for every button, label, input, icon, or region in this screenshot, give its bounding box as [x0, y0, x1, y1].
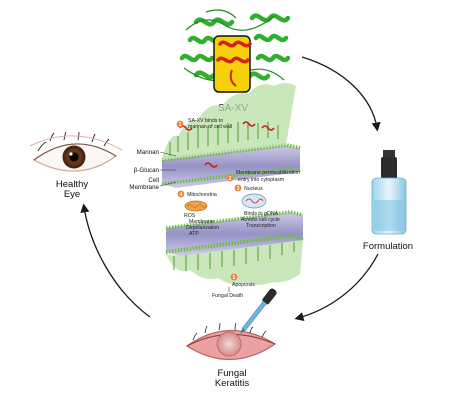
step-5-badge [230, 273, 238, 281]
step-5-text: Apoptosis [232, 282, 255, 288]
step-2-badge [226, 174, 234, 182]
step-4-text: Mitochondria [187, 192, 217, 198]
sa-xv-protein-structure [179, 9, 291, 93]
step-5-number: 5 [233, 275, 236, 281]
nucleus-effect-binds: Binds to gDNA [244, 211, 279, 217]
step-3-text: Nucleus [244, 186, 263, 192]
cell-mechanism-panel [161, 83, 304, 285]
fungal-keratitis-label-line2: Keratitis [215, 378, 250, 389]
cell-membrane-label-line1: Cell [148, 177, 159, 184]
mito-effect-membrane: Membrane [189, 219, 214, 225]
sa-xv-cylinder [213, 35, 251, 93]
beta-glucan-label: β-Glucan [134, 167, 160, 174]
formulation-label: Formulation [363, 241, 413, 252]
step-4-badge [177, 190, 185, 198]
step-4-number: 4 [180, 192, 183, 198]
dropper-bottle [371, 150, 407, 235]
step-1-badge [176, 120, 184, 128]
step-3-badge [234, 184, 242, 192]
arrow-peptide-to-formulation [301, 56, 381, 132]
mito-effect-depolarization: Depolarization [186, 225, 219, 231]
nucleus-effect-arrests: Arrests cell cycle [241, 217, 280, 223]
fungal-keratitis-illustration [185, 288, 277, 361]
healthy-eye-illustration [29, 131, 123, 172]
cell-membrane-label-line2: Membrane [129, 184, 159, 191]
fungal-keratitis-label-line1: Fungal [217, 368, 246, 379]
mitochondria-icon [184, 200, 208, 212]
step-2-text-line2: entry into cytoplasm [238, 177, 284, 183]
arrow-formulation-to-keratitis [294, 253, 379, 321]
lower-membrane [166, 212, 303, 256]
healthy-eye-label-line2: Eye [64, 189, 80, 200]
nucleus-effect-transcription: Transcription [246, 223, 276, 229]
step-1-number: 1 [179, 122, 182, 128]
arrow-keratitis-to-healthy-eye [80, 203, 151, 318]
step-2-text-line1: Membrane permeabilization [236, 170, 300, 176]
cycle-arrows [80, 56, 381, 321]
healthy-eye-label-line1: Healthy [56, 179, 88, 190]
fungal-death-label: Fungal Death [212, 293, 243, 299]
nucleus-icon [241, 193, 267, 209]
step-3-number: 3 [237, 186, 240, 192]
step-2-number: 2 [229, 176, 232, 182]
mito-effect-ros: ROS [184, 213, 196, 219]
upper-membrane [162, 145, 300, 188]
mannan-label: Mannan [137, 149, 160, 156]
step-1-text-line2: mannan of cell wall [188, 124, 232, 130]
step-1-text-line1: SA-XV binds to [188, 118, 223, 124]
mito-effect-atp: ATP [189, 231, 199, 237]
